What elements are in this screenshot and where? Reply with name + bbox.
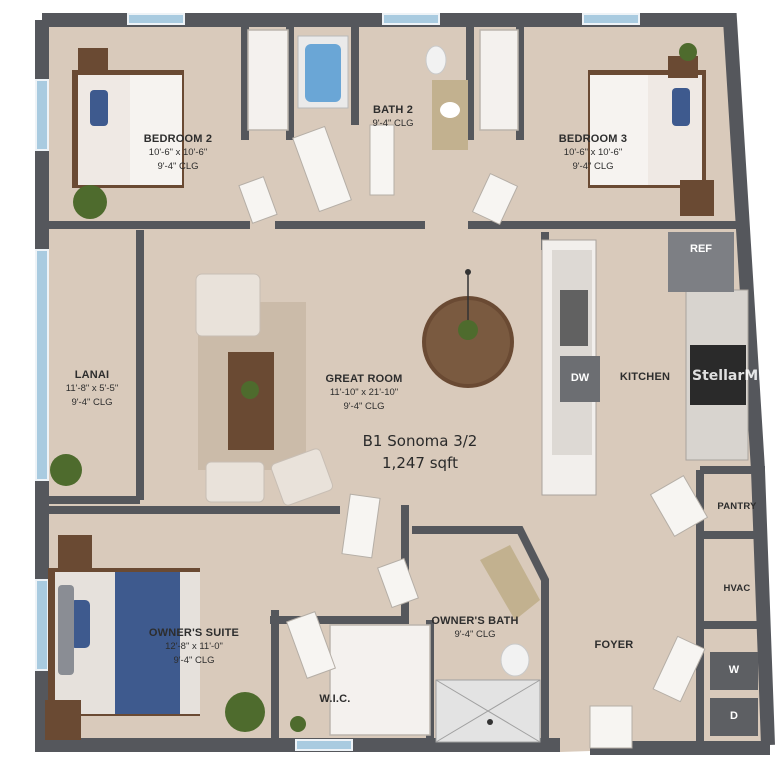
dishwasher xyxy=(560,356,600,402)
refrigerator xyxy=(668,232,734,292)
bed-bedroom-3 xyxy=(588,70,706,188)
doors xyxy=(238,124,709,749)
plants xyxy=(50,43,697,732)
nightstands xyxy=(45,48,714,740)
great-room-furniture xyxy=(195,269,514,506)
owners-bath-fixtures xyxy=(435,545,541,743)
bed-bedroom-2 xyxy=(72,70,184,188)
label-ref: REF xyxy=(690,243,712,255)
label-washer: W xyxy=(728,664,740,676)
plan-title: B1 Sonoma 3/2 xyxy=(362,432,478,450)
dryer xyxy=(710,698,758,736)
bath-2-fixtures xyxy=(297,35,468,150)
bed-owners-suite xyxy=(48,568,200,716)
windows xyxy=(35,13,640,751)
interior-walls xyxy=(42,25,765,745)
watermark-logo: StellarMLS xyxy=(692,368,778,384)
plan-title-block: B1 Sonoma 3/2 1,247 sqft xyxy=(340,432,500,472)
label-dryer: D xyxy=(730,710,738,722)
label-dw: DW xyxy=(570,372,590,384)
closets xyxy=(247,29,519,736)
washer xyxy=(710,652,758,690)
floor xyxy=(40,22,770,752)
plan-area: 1,247 sqft xyxy=(382,454,458,472)
